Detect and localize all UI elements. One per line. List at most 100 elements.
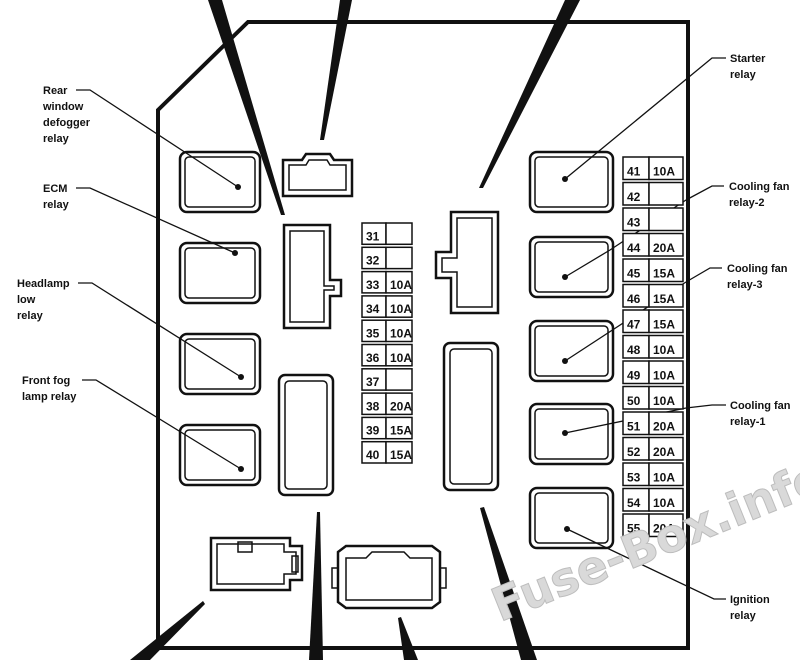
fuse-55: 55 20A: [622, 513, 684, 538]
right-big-block: [442, 341, 500, 492]
fuse-number: 31: [366, 229, 380, 243]
fuse-amp-cell: [648, 385, 684, 410]
fuse-amp-cell: [648, 487, 684, 512]
fuse-number: 52: [627, 445, 641, 459]
fuse-number: 44: [627, 241, 641, 255]
label-front-fog: Front fog lamp relay: [22, 375, 77, 403]
fuse-number: 33: [366, 278, 380, 292]
leader-cooling-fan-3: [685, 267, 722, 283]
connectors: [209, 152, 500, 610]
front-fog-relay-inner: [184, 429, 256, 481]
wedge-top-mid: [320, 0, 352, 140]
fuse-amperage: 10A: [653, 394, 675, 408]
fuse-number: 42: [627, 190, 641, 204]
label-front-fog-line-1: Front fog: [22, 375, 70, 387]
fuse-amp-cell: [648, 436, 684, 461]
fuse-amperage: 20A: [653, 445, 675, 459]
fuse-amp-cell: [648, 232, 684, 257]
ignition-relay-inner: [534, 492, 609, 544]
fuse-amperage: 10A: [390, 278, 412, 292]
bottom-middle-connector: [336, 544, 442, 610]
cooling-fan-relay-3-inner: [534, 325, 609, 377]
fuse-number: 47: [627, 318, 641, 332]
cooling-fan-relay-1: [528, 402, 615, 466]
fuse-amperage: 10A: [653, 165, 675, 179]
fuse-amperage: 20A: [653, 420, 675, 434]
fuse-amp-cell: [385, 270, 413, 294]
fuse-amp-cell: [648, 462, 684, 487]
cooling-fan-relay-3: [528, 319, 615, 383]
fuse-33: 33 10A: [361, 270, 413, 294]
leader-cooling-fan-1: [685, 404, 726, 409]
fuse-number: 45: [627, 267, 641, 281]
right-relay-dots: [562, 176, 570, 532]
headlamp-low-relay-inner: [184, 338, 256, 390]
fuse-number: 55: [627, 522, 641, 536]
fuse-amp-cell: [385, 392, 413, 416]
rear-defogger-relay-inner: [184, 156, 256, 208]
fuse-number: 40: [366, 448, 380, 462]
fuse-box-outline: [156, 20, 690, 650]
label-cooling-fan-2-line-2: relay-2: [729, 197, 764, 209]
label-ignition: Ignition relay: [730, 594, 770, 622]
fuse-amp-cell: [385, 440, 413, 464]
leader-ignition: [566, 528, 726, 600]
label-starter-line-2: relay: [730, 69, 757, 81]
label-rear-defogger-line-4: relay: [43, 133, 70, 145]
cooling-fan-relay-2-inner: [534, 241, 609, 293]
fuse-35: 35 10A: [361, 319, 413, 343]
wedge-top-left: [208, 0, 285, 215]
left-relays: [178, 150, 262, 487]
leader-front-fog: [82, 379, 242, 470]
fuse-amp-cell: [385, 319, 413, 343]
label-cooling-fan-2-line-1: Cooling fan: [729, 181, 790, 193]
fuse-number: 53: [627, 471, 641, 485]
label-starter-line-1: Starter: [730, 53, 766, 65]
fuse-32: 32: [361, 246, 413, 270]
top-connector: [281, 152, 354, 198]
label-cooling-fan-1: Cooling fan relay-1: [730, 400, 791, 428]
fuse-amperage: 10A: [390, 327, 412, 341]
fuse-amperage: 15A: [653, 292, 675, 306]
label-rear-defogger-line-3: defogger: [43, 117, 91, 129]
fuse-amp-cell: [385, 416, 413, 440]
wedge-lines: [130, 0, 580, 660]
fuse-number: 36: [366, 351, 380, 365]
left-tall-connector: [282, 223, 343, 330]
fuse-number: 50: [627, 394, 641, 408]
left-relay-dots: [232, 184, 244, 472]
fuse-number: 35: [366, 327, 380, 341]
label-headlamp-low-line-2: low: [17, 294, 36, 306]
fuse-amp-cell: [648, 309, 684, 334]
left-big-block: [277, 373, 335, 497]
fuse-46: 46 15A: [622, 283, 684, 308]
label-cooling-fan-1-line-1: Cooling fan: [730, 400, 791, 412]
fuse-43: 43: [622, 207, 684, 232]
label-ignition-line-2: relay: [730, 610, 757, 622]
label-rear-defogger-line-1: Rear: [43, 85, 68, 97]
cooling-fan-relay-2: [528, 235, 615, 299]
label-ecm-line-2: relay: [43, 199, 70, 211]
fuse-amp-cell: [385, 343, 413, 367]
cooling-fan-relay-1-inner: [534, 408, 609, 460]
fuse-number: 32: [366, 254, 380, 268]
label-headlamp-low-line-1: Headlamp: [17, 278, 70, 290]
label-headlamp-low-line-3: relay: [17, 310, 44, 322]
label-rear-defogger: Rear window defogger relay: [42, 85, 91, 145]
label-ecm-line-1: ECM: [43, 183, 67, 195]
fuse-31: 31: [361, 222, 413, 246]
fuse-number: 46: [627, 292, 641, 306]
fuse-number: 49: [627, 369, 641, 383]
fuse-amperage: 20A: [653, 522, 675, 536]
fuse-amperage: 10A: [653, 471, 675, 485]
